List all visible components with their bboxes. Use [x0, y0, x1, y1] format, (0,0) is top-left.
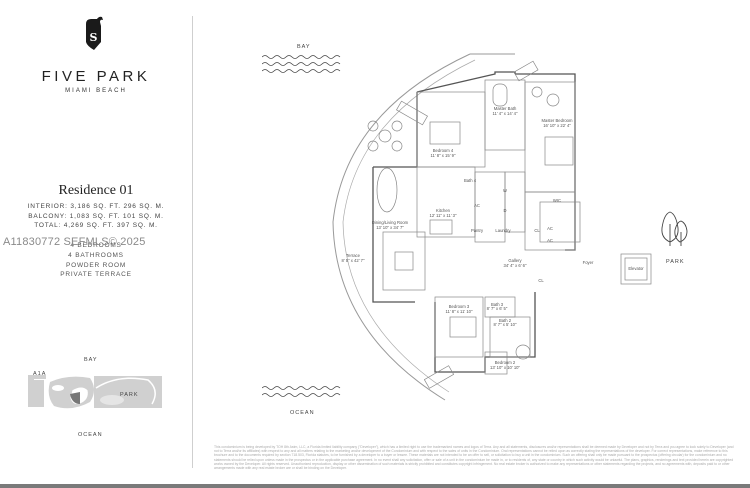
svg-text:16' 10" x 22' 4": 16' 10" x 22' 4"	[543, 123, 571, 128]
svg-text:8' 7" x 6' 5": 8' 7" x 6' 5"	[487, 306, 508, 311]
room-ac: AC	[474, 203, 480, 208]
label-ac-2: AC	[547, 238, 553, 243]
room-bath-4: Bath 4	[464, 178, 477, 183]
residence-title: Residence 01	[58, 183, 134, 198]
label-ac-1: AC	[547, 226, 553, 231]
svg-text:13' 10" x 34' 7": 13' 10" x 34' 7"	[376, 225, 404, 230]
keyplan-park-label: PARK	[120, 392, 139, 398]
key-plan-map	[28, 375, 162, 409]
floor-plan: BAY	[200, 0, 750, 470]
panel-divider	[192, 16, 193, 468]
label-cl: CL	[534, 228, 540, 233]
elephant-shield-icon: S	[86, 16, 103, 50]
svg-text:8' 5" x 42' 7": 8' 5" x 42' 7"	[342, 258, 365, 263]
room-bath-3: Bath 3	[491, 302, 504, 307]
keyplan-bay-label: BAY	[84, 357, 98, 363]
brand-name: FIVE PARK	[41, 68, 151, 85]
floor-plan-drawing: Master Bath 11' 4" x 14' 4" Master Bedro…	[332, 53, 652, 401]
room-bath-2: Bath 2	[499, 318, 512, 323]
plan-park-label: PARK	[666, 259, 685, 265]
mls-watermark: A11830772 SEFMLS© 2025	[3, 236, 146, 248]
room-wic: WIC	[553, 198, 561, 203]
label-dryer: D	[503, 208, 506, 213]
feature-powder-room: POWDER ROOM	[65, 262, 127, 269]
room-pantry: Pantry	[471, 228, 484, 233]
plan-ocean-label: OCEAN	[290, 410, 315, 416]
svg-text:11' 4" x 14' 4": 11' 4" x 14' 4"	[493, 111, 518, 116]
legal-disclaimer: This condominium is being developed by T…	[214, 445, 734, 471]
spec-total: TOTAL: 4,269 SQ. FT. 397 SQ. M.	[34, 222, 158, 229]
trees-icon	[661, 211, 688, 246]
room-laundry: Laundry	[495, 228, 511, 233]
keyplan-a1a-label: A1A	[33, 371, 47, 377]
room-closet: CL	[538, 278, 544, 283]
feature-bathrooms: 4 BATHROOMS	[68, 252, 124, 259]
room-bedroom-4: Bedroom 4	[433, 148, 454, 153]
svg-text:34' 4" x 6' 6": 34' 4" x 6' 6"	[504, 263, 527, 268]
svg-text:11' 8" x 11' 10": 11' 8" x 11' 10"	[446, 309, 474, 314]
label-washer: W	[503, 188, 507, 193]
svg-text:S: S	[90, 31, 98, 44]
bottom-border	[0, 484, 750, 488]
room-bedroom-3: Bedroom 3	[449, 304, 470, 309]
room-dining-living: Dining/Living Room	[372, 220, 409, 225]
feature-terrace: PRIVATE TERRACE	[60, 271, 132, 278]
svg-text:12' 11" x 11' 3": 12' 11" x 11' 3"	[430, 213, 458, 218]
bay-waves-icon	[262, 55, 341, 73]
room-terrace: Terrace	[346, 253, 361, 258]
svg-text:11' 8" x 15' 9": 11' 8" x 15' 9"	[431, 153, 456, 158]
svg-text:13' 10" x 10' 10": 13' 10" x 10' 10"	[490, 365, 520, 370]
svg-text:8' 7" x 5' 10": 8' 7" x 5' 10"	[494, 322, 517, 327]
room-elevator: Elevator	[628, 266, 644, 271]
spec-balcony: BALCONY: 1,083 SQ. FT. 101 SQ. M.	[28, 213, 164, 220]
brand-subtitle: MIAMI BEACH	[65, 88, 127, 94]
feature-bedrooms: 4 BEDROOMS	[70, 242, 122, 249]
info-panel: S FIVE PARK MIAMI BEACH Residence 01 INT…	[0, 0, 192, 470]
room-master-bath: Master Bath	[494, 106, 517, 111]
spec-interior: INTERIOR: 3,186 SQ. FT. 296 SQ. M.	[27, 203, 165, 210]
room-gallery: Gallery	[508, 258, 522, 263]
room-bedroom-2: Bedroom 2	[495, 360, 516, 365]
ocean-waves-icon	[262, 386, 341, 397]
room-kitchen: Kitchen	[436, 208, 451, 213]
plan-bay-label: BAY	[297, 44, 311, 50]
keyplan-ocean-label: OCEAN	[78, 432, 103, 438]
room-foyer: Foyer	[583, 260, 594, 265]
room-master-bedroom: Master Bedroom	[542, 118, 573, 123]
